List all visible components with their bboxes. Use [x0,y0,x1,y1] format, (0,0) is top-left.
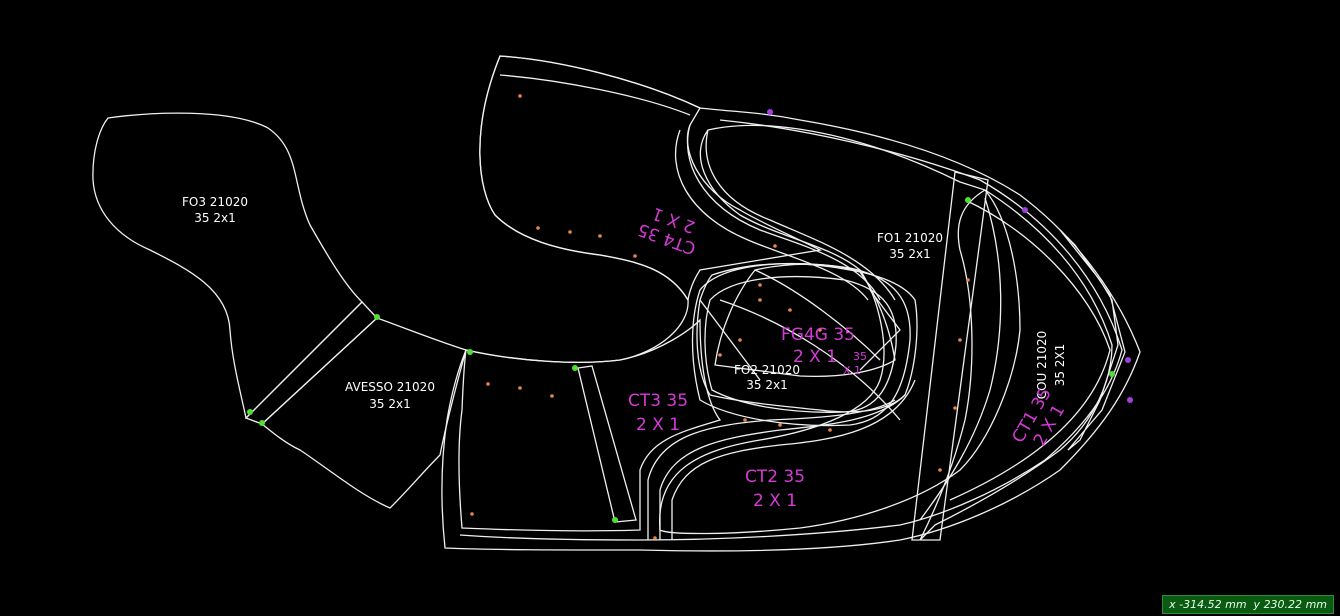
fg4-label-line1: FG4G 35 [781,325,855,345]
y-value: 230.22 [1263,598,1303,611]
piece-toe-band[interactable] [919,189,1113,541]
seam-cou-curve [919,197,1002,521]
piece-ct3[interactable] [458,318,722,532]
seam-inner-rounded [691,262,911,427]
piece-ct4[interactable] [479,55,823,302]
piece-vertical-strip[interactable] [911,171,989,541]
x-value: -314.52 [1179,598,1222,611]
cou-label: COU 21020 35 2X1 [1035,331,1067,400]
cou-label-line1: COU 21020 [1035,331,1049,400]
coordinate-readout: x -314.52 mm y 230.22 mm [1162,595,1334,614]
seam-loop-upper-1 [686,124,881,301]
ct4-label: CT4 35 2 X 1 [635,203,698,258]
y-label: y [1253,598,1261,611]
fo2-label-line2: 35 2x1 [746,378,787,392]
seam-outer-offset [459,74,1123,541]
fo1-label-line2: 35 2x1 [889,247,930,261]
seam-diagonal-3 [699,299,761,381]
fo3-label-line2: 35 2x1 [194,211,235,225]
seam-loop-lower-1 [659,394,906,540]
fg4-label-line2: 2 X 1 [793,347,837,367]
seam-diagonal-4 [859,289,901,371]
seam-diagonal-2 [754,269,881,361]
piece-toe-rim[interactable] [1059,229,1126,451]
fo1-label-line1: FO1 21020 [877,231,943,245]
seam-loop-lower-2 [671,379,916,540]
seam-loop-upper-2 [705,129,896,301]
seam-toe-inner [949,199,1111,501]
cou-label-line2: 35 2X1 [1053,344,1067,387]
ct3-label-line1: CT3 35 [628,391,688,411]
piece-ct3-stripe[interactable] [577,365,637,523]
piece-avesso[interactable] [261,317,467,509]
fg4-label-line4: X 1 [843,364,861,377]
piece-fo2[interactable] [696,263,918,413]
fo3-label-line1: FO3 21020 [182,195,248,209]
seam-inner-rounded-2 [704,275,897,413]
fg4-label-line3: 35 [853,350,867,363]
fo2-label-line1: FO2 21020 [734,363,800,377]
piece-fo3-strip[interactable] [244,301,378,425]
x-label: x [1169,598,1176,611]
seam-loop-upper-3 [675,129,869,301]
avesso-label-line2: 35 2x1 [369,397,410,411]
drill-dots [470,94,970,540]
piece-fo1[interactable] [659,124,1021,535]
seam-loop-lower-3 [647,399,896,540]
ct2-label-line1: CT2 35 [745,467,805,487]
avesso-label-line1: AVESSO 21020 [345,380,435,394]
x-unit: mm [1225,598,1247,611]
seam-diagonal-1 [719,299,901,421]
vertex-markers [247,109,1133,523]
ct3-label-line2: 2 X 1 [636,415,680,435]
piece-fo3[interactable] [92,112,363,420]
y-unit: mm [1305,598,1327,611]
piece-fg4[interactable] [714,263,896,378]
ct1-label: CT1 35 2 X 1 [1009,384,1070,449]
ct2-label-line2: 2 X 1 [753,491,797,511]
